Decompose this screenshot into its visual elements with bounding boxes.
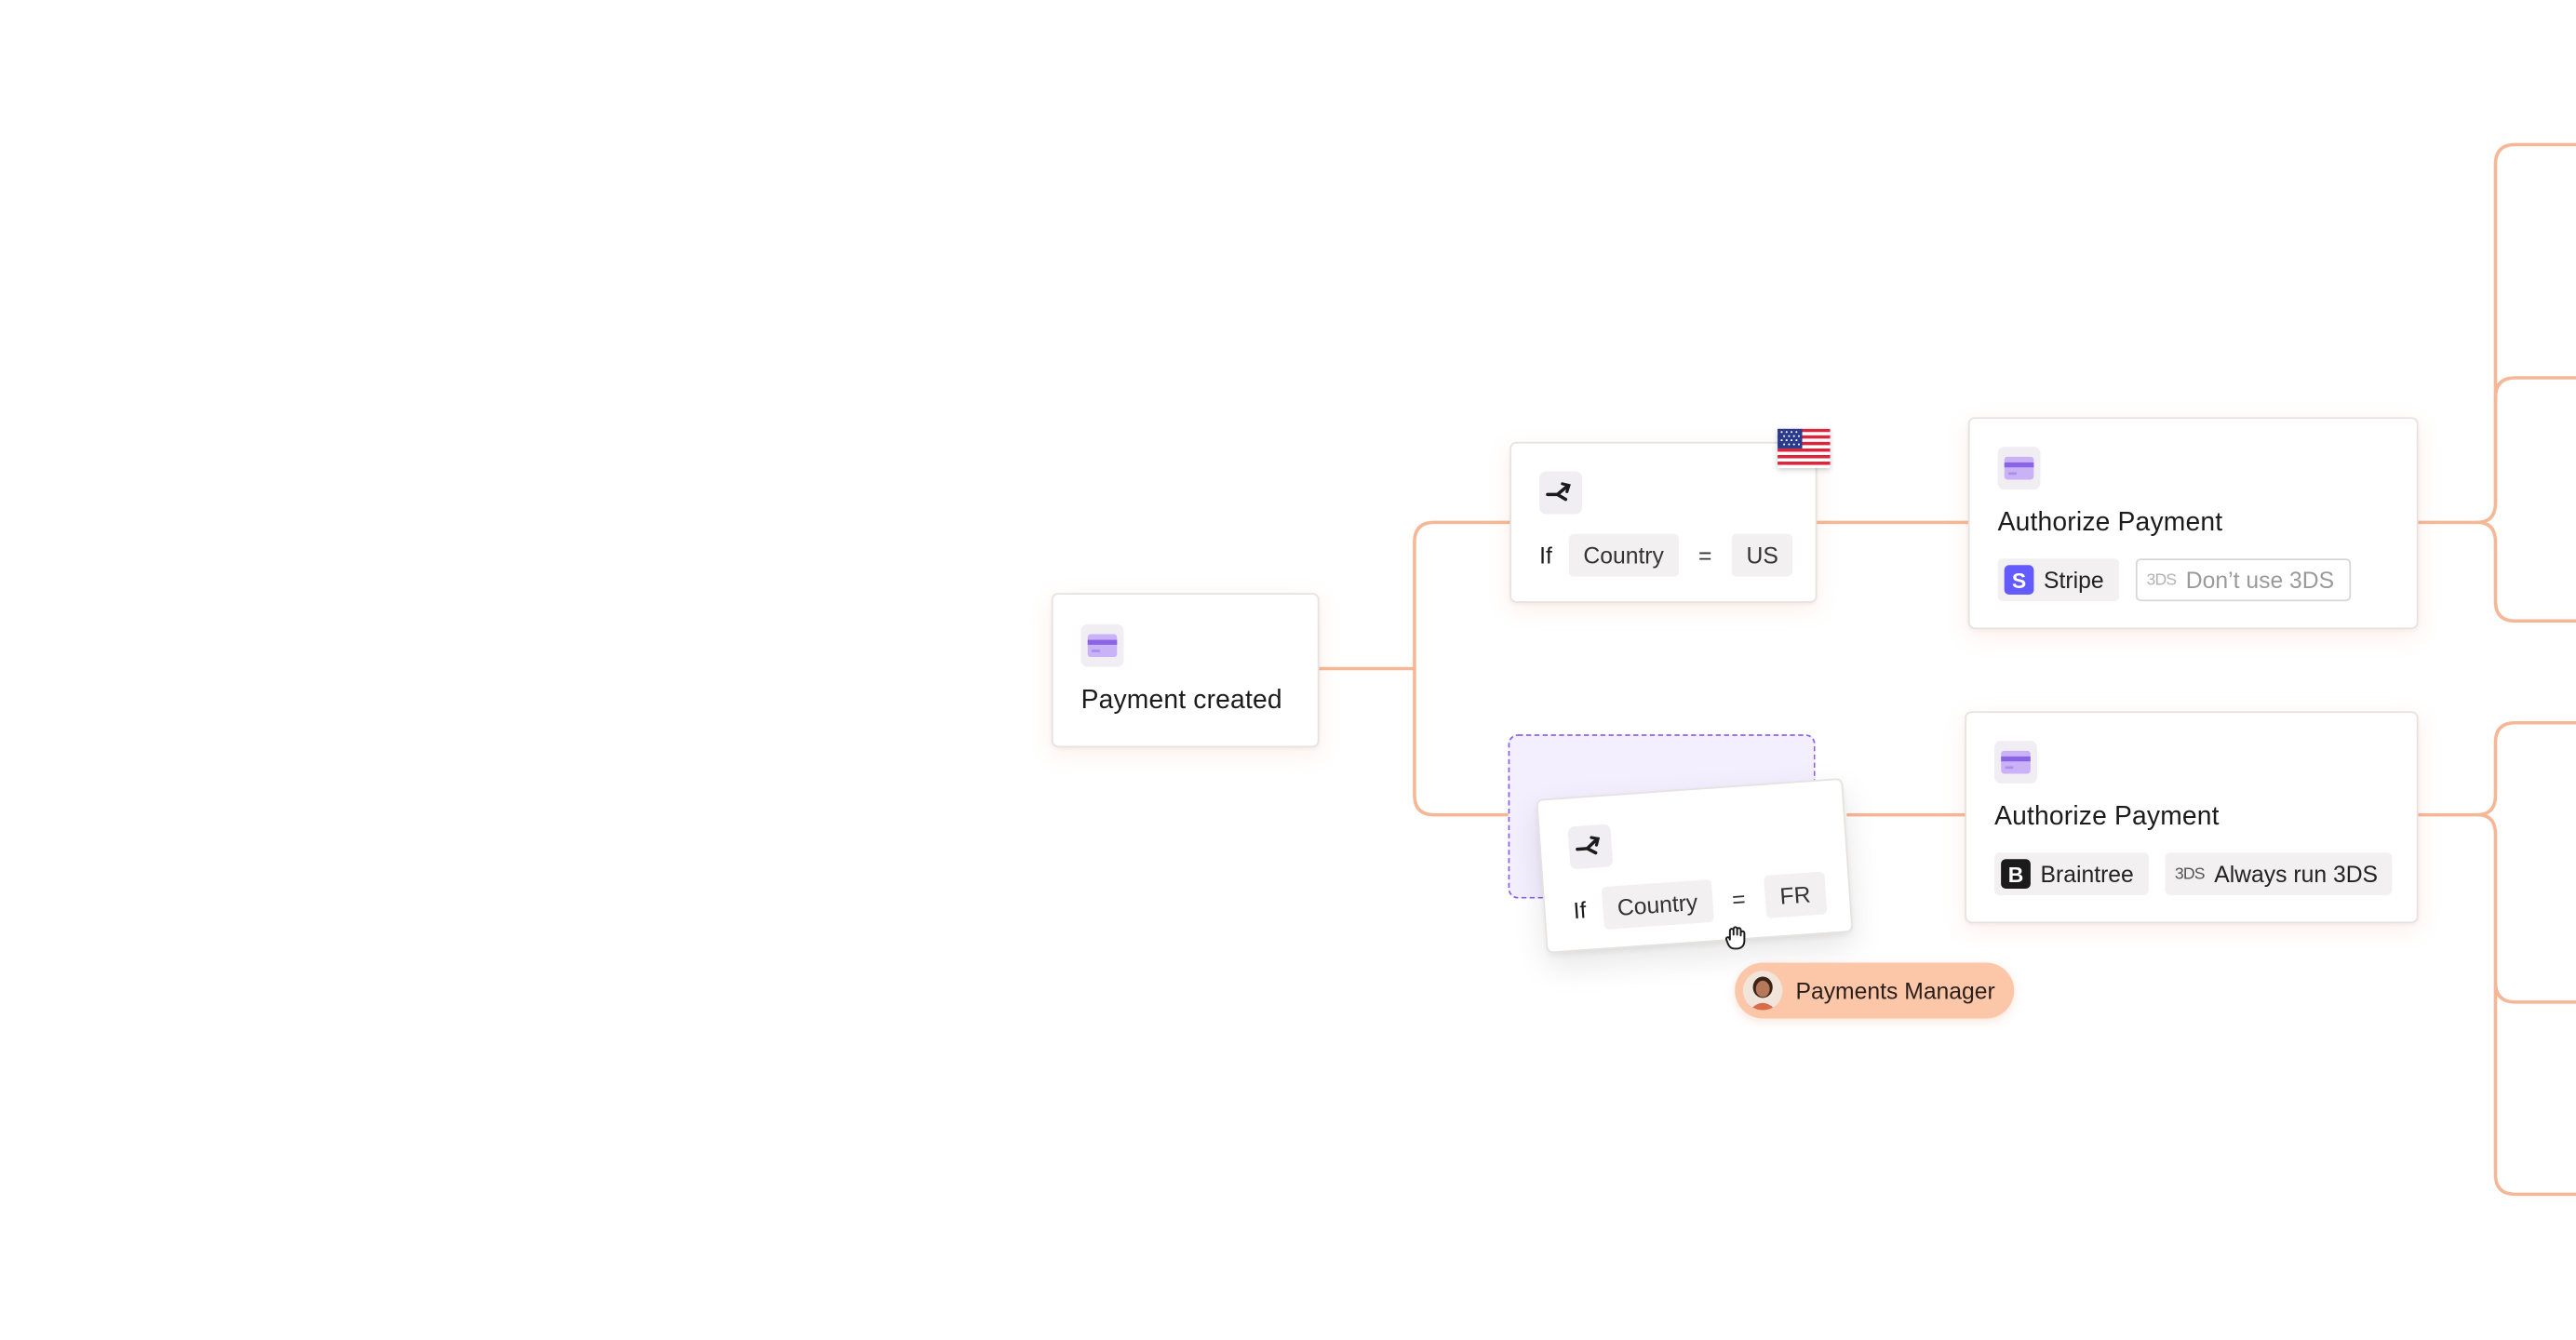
condition-operator: = — [1697, 542, 1712, 569]
condition-row-us: If Country = US — [1539, 533, 1793, 577]
credit-card-icon — [1080, 623, 1124, 667]
connector-action2-low — [2493, 980, 2576, 1197]
provider-tag-stripe[interactable]: S Stripe — [1997, 558, 2119, 602]
action-card-stripe[interactable]: Authorize Payment S Stripe 3DS Don’t use… — [1967, 417, 2419, 630]
connector-action1-mid — [2493, 376, 2576, 504]
threeds-icon: 3DS — [2146, 570, 2178, 589]
user-cursor-badge: Payments Manager — [1735, 962, 2015, 1019]
action-tags: S Stripe 3DS Don’t use 3DS — [1997, 558, 2368, 602]
if-label: If — [1572, 896, 1588, 924]
provider-name: Stripe — [2044, 567, 2104, 594]
connector-branch-us — [1413, 520, 1512, 671]
branch-icon — [1567, 824, 1614, 870]
credit-card-icon — [1994, 741, 2037, 784]
user-name-label: Payments Manager — [1795, 977, 1995, 1004]
provider-tag-braintree[interactable]: B Braintree — [1994, 852, 2149, 896]
connector-action1-low — [2475, 520, 2576, 623]
trigger-title: Payment created — [1080, 686, 1282, 715]
connector-action2-out — [2416, 720, 2576, 817]
avatar — [1742, 971, 1783, 1011]
action-tags: B Braintree 3DS Always run 3DS — [1994, 852, 2408, 896]
credit-card-icon — [1997, 447, 2041, 490]
action-card-braintree[interactable]: Authorize Payment B Braintree 3DS Always… — [1965, 711, 2419, 924]
condition-value-pill[interactable]: US — [1731, 533, 1793, 577]
condition-card-us[interactable]: If Country = US — [1509, 441, 1818, 603]
braintree-logo-icon: B — [2001, 859, 2031, 890]
threeds-tag[interactable]: 3DS Always run 3DS — [2165, 852, 2393, 896]
us-flag-icon — [1778, 428, 1831, 469]
condition-operator: = — [1731, 885, 1747, 913]
branch-icon — [1539, 471, 1582, 515]
condition-card-fr[interactable]: If Country = FR — [1536, 778, 1854, 954]
action-title: Authorize Payment — [1994, 803, 2220, 832]
threeds-label: Always run 3DS — [2214, 861, 2379, 888]
threeds-label: Don’t use 3DS — [2185, 567, 2335, 594]
condition-row-fr: If Country = FR — [1572, 871, 1827, 932]
threeds-icon: 3DS — [2174, 864, 2206, 883]
condition-field-pill[interactable]: Country — [1568, 533, 1679, 577]
condition-field-pill[interactable]: Country — [1601, 879, 1714, 931]
connector-action2-mid — [2475, 812, 2576, 1004]
provider-name: Braintree — [2040, 861, 2134, 888]
connector-action1-out — [2416, 142, 2576, 525]
connector-branch-fr — [1413, 666, 1512, 817]
threeds-tag[interactable]: 3DS Don’t use 3DS — [2135, 558, 2351, 602]
grab-hand-icon — [1722, 921, 1751, 951]
action-title: Authorize Payment — [1997, 509, 2223, 538]
stripe-logo-icon: S — [2004, 565, 2034, 596]
condition-value-pill[interactable]: FR — [1764, 871, 1827, 918]
trigger-card[interactable]: Payment created — [1051, 593, 1320, 748]
if-label: If — [1539, 542, 1552, 569]
